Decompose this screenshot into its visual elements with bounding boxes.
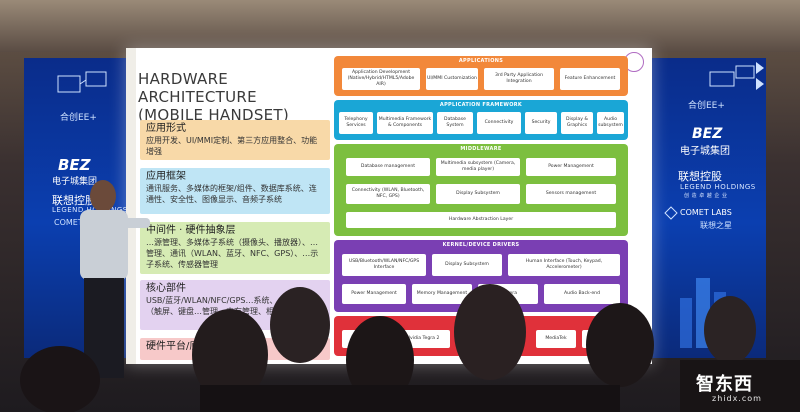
left-brand-comet: COMET LABS [54,218,106,227]
slide-title: HARDWARE ARCHITECTURE (MOBILE HANDSET) [138,70,328,124]
slide-title-line1: HARDWARE ARCHITECTURE [138,70,257,106]
layer-title: MIDDLEWARE [460,146,502,152]
ceiling [0,0,800,52]
category-heading: 中间件 · 硬件抽象层 [146,225,236,236]
watermark-url: zhidx.com [712,394,762,403]
box-kernel-display-subsystem: Display Subsystem [432,254,502,276]
box-database-management: Database management [346,158,430,176]
watermark: 智东西 zhidx.com [690,370,790,406]
right-brand-comet-cn: 联想之星 [700,221,732,230]
category-framework: 应用框架 通讯服务、多媒体的框架/组件、数据库系统、连通性、安全性、图像显示、音… [140,168,330,214]
box-multimedia-framework: Multimedia Framework & Components [377,112,433,134]
box-power-management: Power Management [526,158,616,176]
box-hardware-abstraction-layer: Hardware Abstraction Layer [346,212,616,228]
left-brand-bez-cn: 电子城集团 [52,177,98,187]
box-database-system: Database System [437,112,473,134]
box-display-subsystem: Display Subsystem [436,184,520,204]
layer-title: APPLICATION FRAMEWORK [439,102,523,108]
box-app-development: Application Development (Native/Hybrid/H… [342,68,420,90]
right-brand-legend: 联想控股 [678,170,722,183]
speaker-figure [80,180,150,378]
box-usb-bluetooth-interface: USB/Bluetooth/WLAN/NFC/GPS Interface [342,254,426,276]
right-brand-bez: BEZ [692,126,723,142]
category-body: 应用开发、UI/MMI定制、第三方应用整合、功能增强 [146,136,318,156]
slide-left-stripe [126,48,136,364]
right-brand-comet: COMET LABS [680,208,732,217]
watermark-name: 智东西 [696,374,753,395]
circuit-logo-icon [57,71,107,93]
box-human-interface: Human Interface (Touch, Keypad, Accelero… [508,254,620,276]
box-connectivity: Connectivity [477,112,521,134]
box-telephony: Telephony Services [339,112,373,134]
box-security: Security [525,112,557,134]
category-heading: 应用形式 [146,123,186,134]
comet-logo-icon [664,206,678,220]
slide-title-line2: (MOBILE HANDSET) [138,106,290,124]
right-brand-bez-cn: 电子城集团 [680,146,730,157]
layer-middleware: MIDDLEWARE Database management Multimedi… [334,144,628,236]
box-ui-mmi: UI/MMI Customization [426,68,478,90]
category-body: …源管理、多媒体子系统（摄像头、播放器）、…管理、通讯（WLAN、蓝牙、NFC、… [146,238,319,269]
layer-applications: APPLICATIONS Application Development (Na… [334,56,628,96]
right-brand-legend-tagline: 创 造 卓 越 企 业 [684,193,728,199]
layer-title: APPLICATIONS [458,58,504,64]
category-middleware: 中间件 · 硬件抽象层 …源管理、多媒体子系统（摄像头、播放器）、…管理、通讯（… [140,222,330,274]
circuit-logo-icon [709,62,764,90]
layer-application-framework: APPLICATION FRAMEWORK Telephony Services… [334,100,628,140]
category-heading: 应用框架 [146,171,186,182]
box-multimedia-subsystem: Multimedia subsystem (Camera, media play… [436,158,520,176]
box-connectivity-wlan: Connectivity (WLAN, Bluetooth, NFC, GPS) [346,184,430,204]
category-heading: 硬件平台/底层… [146,341,220,352]
box-audio-subsystem: Audio subsystem [597,112,624,134]
right-logo-box: 合创EE+ [688,101,725,111]
box-third-party: 3rd Party Application Integration [484,68,554,90]
right-brand-legend-en: LEGEND HOLDINGS [680,183,756,191]
category-body: 通讯服务、多媒体的框架/组件、数据库系统、连通性、安全性、图像显示、音频子系统 [146,184,317,204]
box-kernel-power-management: Power Management [342,284,406,304]
left-brand-bez: BEZ [58,156,91,174]
box-mediatek: MediaTek [536,330,576,348]
box-feature-enhancement: Feature Enhancement [560,68,620,90]
box-display-graphics: Display & Graphics [561,112,593,134]
box-audio-backend: Audio Back-end [544,284,620,304]
left-brand-legend: 联想控股 [52,194,96,207]
category-applications: 应用形式 应用开发、UI/MMI定制、第三方应用整合、功能增强 [140,120,330,160]
category-heading: 核心部件 [146,283,186,294]
box-sensors-management: Sensors management [526,184,616,204]
left-logo-box: 合创EE+ [60,113,97,123]
layer-title: KERNEL/DEVICE DRIVERS [442,242,520,248]
box-memory-management: Memory Management [412,284,472,304]
